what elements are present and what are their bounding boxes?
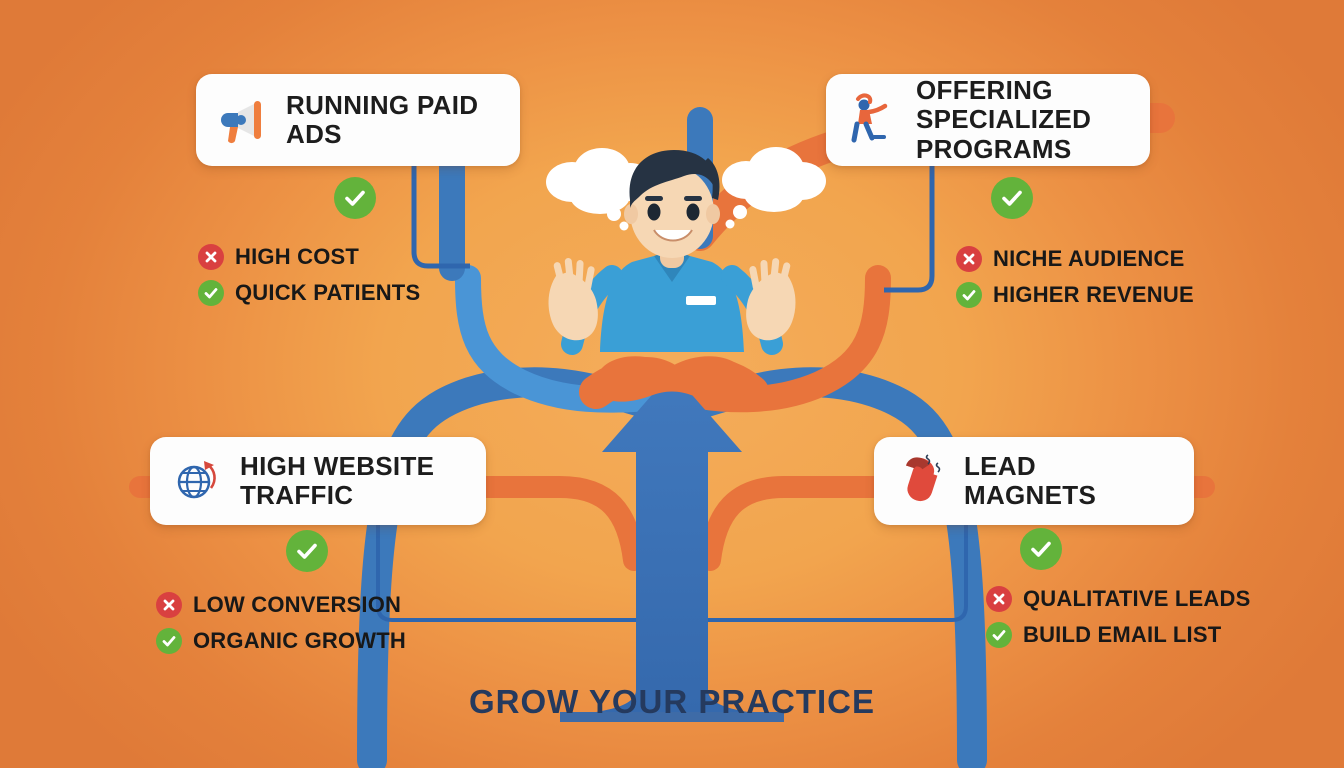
bullet-label: ORGANIC GROWTH	[193, 628, 407, 653]
megaphone-icon	[214, 91, 272, 149]
card-label: LEAD MAGNETS	[964, 450, 1097, 510]
cross-icon	[986, 586, 1012, 612]
bullets-lead-magnets: QUALITATIVE LEADS BUILD EMAIL LIST	[986, 586, 1250, 648]
character-eyebrow-left	[645, 196, 663, 201]
check-icon	[345, 190, 365, 206]
center-character	[546, 147, 826, 402]
card-label: RUNNING PAID ADS	[286, 89, 479, 149]
check-icon	[156, 628, 182, 654]
character-hand-right	[746, 258, 796, 341]
check-badge-paid-ads	[334, 177, 376, 219]
list-item: BUILD EMAIL LIST	[986, 622, 1250, 648]
check-badge-specialized-programs	[991, 177, 1033, 219]
bullet-label: HIGHER REVENUE	[993, 282, 1194, 307]
card-running-paid-ads[interactable]: RUNNING PAID ADS	[196, 74, 520, 166]
character-pocket	[686, 296, 716, 305]
bullets-high-website-traffic: LOW CONVERSION ORGANIC GROWTH	[156, 592, 406, 654]
list-item: QUALITATIVE LEADS	[986, 586, 1250, 612]
list-item: QUICK PATIENTS	[198, 280, 420, 306]
character-eyebrow-right	[684, 196, 702, 201]
list-item: ORGANIC GROWTH	[156, 628, 406, 654]
character-hand-left	[548, 258, 598, 341]
connector-top-left	[411, 166, 470, 269]
horseshoe-magnet-icon	[892, 452, 950, 510]
list-item: HIGH COST	[198, 244, 420, 270]
connector-top-right	[884, 166, 935, 293]
list-item: HIGHER REVENUE	[956, 282, 1194, 308]
check-icon	[956, 282, 982, 308]
card-offering-specialized-programs[interactable]: OFFERING SPECIALIZED PROGRAMS	[826, 74, 1150, 166]
growth-arrow-base	[560, 712, 784, 722]
character-eye-right	[686, 203, 700, 221]
bullet-label: LOW CONVERSION	[193, 592, 402, 617]
check-badge-lead-magnets	[1020, 528, 1062, 570]
cross-icon	[198, 244, 224, 270]
card-lead-magnets[interactable]: LEAD MAGNETS	[874, 437, 1194, 525]
check-icon	[297, 543, 317, 559]
character-hair-side	[704, 158, 720, 200]
character-ear-left	[624, 204, 638, 224]
bullets-offering-specialized-programs: NICHE AUDIENCE HIGHER REVENUE	[956, 246, 1194, 308]
bullet-label: QUALITATIVE LEADS	[1023, 586, 1251, 611]
bullets-running-paid-ads: HIGH COST QUICK PATIENTS	[198, 244, 420, 306]
check-icon	[986, 622, 1012, 648]
bullet-label: NICHE AUDIENCE	[993, 246, 1185, 271]
check-icon	[1031, 541, 1051, 557]
person-stretching-icon	[844, 91, 902, 149]
character-scrub-top	[600, 256, 744, 352]
character-mouth-line	[653, 229, 693, 242]
character-hair	[629, 150, 717, 208]
cross-icon	[956, 246, 982, 272]
ribbon-orange-mid-right	[699, 476, 1215, 571]
connector-bottom-left	[376, 525, 640, 622]
thought-bubble-right	[722, 147, 826, 229]
bullet-label: QUICK PATIENTS	[235, 280, 421, 305]
ribbon-orange-mid-left	[129, 476, 645, 571]
character-legs	[595, 356, 749, 402]
character-head	[630, 166, 714, 258]
list-item: LOW CONVERSION	[156, 592, 406, 618]
check-badge-website-traffic	[286, 530, 328, 572]
connector-bottom-right	[706, 525, 968, 622]
bullet-label: HIGH COST	[235, 244, 360, 269]
check-icon	[198, 280, 224, 306]
globe-arrow-icon	[168, 452, 226, 510]
character-eye-left	[647, 203, 661, 221]
cross-icon	[156, 592, 182, 618]
card-high-website-traffic[interactable]: HIGH WEBSITE TRAFFIC	[150, 437, 486, 525]
bullet-label: BUILD EMAIL LIST	[1023, 622, 1222, 647]
page-title: GROW YOUR PRACTICE	[468, 683, 876, 720]
character-ear-right	[706, 204, 720, 224]
card-label: OFFERING SPECIALIZED PROGRAMS	[916, 75, 1092, 164]
card-label: HIGH WEBSITE TRAFFIC	[240, 450, 435, 510]
growth-arrow	[596, 372, 748, 712]
check-icon	[1002, 190, 1022, 206]
list-item: NICHE AUDIENCE	[956, 246, 1194, 272]
